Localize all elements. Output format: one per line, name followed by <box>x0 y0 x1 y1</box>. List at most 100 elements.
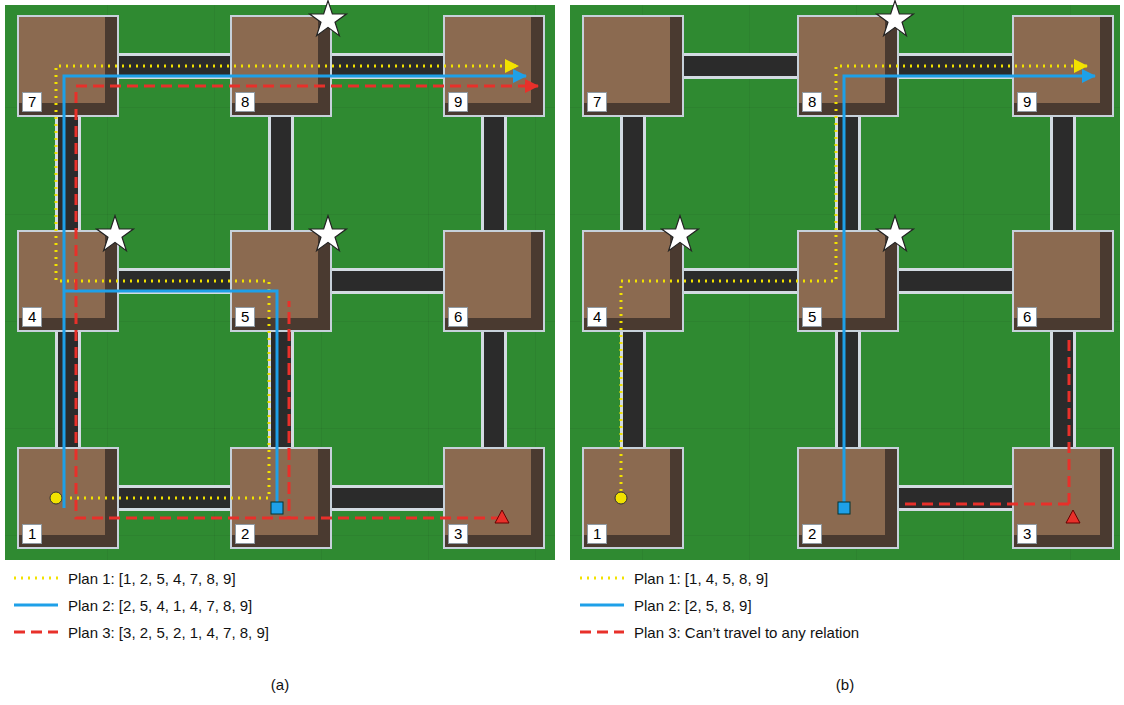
legend-entry: Plan 2: [2, 5, 4, 1, 4, 7, 8, 9] <box>14 594 252 616</box>
legend-entry: Plan 1: [1, 2, 5, 4, 7, 8, 9] <box>14 567 236 589</box>
road-connector <box>848 117 849 230</box>
road-edge <box>332 485 443 511</box>
room-number: 7 <box>22 92 42 112</box>
road-edge <box>899 485 1012 511</box>
room-number: 4 <box>22 307 42 327</box>
plan-path <box>56 66 518 498</box>
room-number: 3 <box>448 524 468 544</box>
legend-sample <box>580 626 624 638</box>
road-surface <box>838 332 858 447</box>
road-connector <box>332 498 443 499</box>
legend-text: Plan 2: [2, 5, 8, 9] <box>634 597 752 614</box>
plan-path <box>844 76 1095 508</box>
plan-path <box>1068 336 1071 504</box>
legend-text: Plan 3: [3, 2, 5, 2, 1, 4, 7, 8, 9] <box>68 624 269 641</box>
road-edge <box>119 485 230 511</box>
road-edge <box>332 268 443 294</box>
room-box: 7 <box>582 15 684 117</box>
road-surface <box>484 117 504 230</box>
room-number: 4 <box>587 307 607 327</box>
legend-entry: Plan 1: [1, 4, 5, 8, 9] <box>580 567 768 589</box>
road-edge <box>620 332 646 447</box>
goal-star <box>310 216 347 251</box>
legend-line <box>580 631 624 634</box>
legend-text: Plan 3: Can’t travel to any relation <box>634 624 859 641</box>
room-number: 9 <box>1017 92 1037 112</box>
road-edge <box>1050 117 1076 230</box>
road-edge <box>684 53 797 79</box>
legend-entry: Plan 3: Can’t travel to any relation <box>580 621 859 643</box>
room-box: 5 <box>230 230 332 332</box>
room-number: 7 <box>587 92 607 112</box>
room-box: 4 <box>582 230 684 332</box>
road-surface <box>332 488 443 508</box>
goal-star <box>877 1 914 36</box>
grass-grid <box>570 5 1120 560</box>
legend-entry: Plan 3: [3, 2, 5, 2, 1, 4, 7, 8, 9] <box>14 621 269 643</box>
room-number: 6 <box>1017 307 1037 327</box>
room-box: 6 <box>443 230 545 332</box>
legend-entry: Plan 2: [2, 5, 8, 9] <box>580 594 752 616</box>
road-connector <box>281 117 282 230</box>
legend-text: Plan 1: [1, 2, 5, 4, 7, 8, 9] <box>68 570 236 587</box>
road-connector <box>633 332 634 447</box>
road-surface <box>332 56 443 76</box>
room-box: 6 <box>1012 230 1114 332</box>
road-connector <box>848 332 849 447</box>
room-box: 1 <box>582 447 684 549</box>
road-connector <box>332 281 443 282</box>
road-connector <box>494 117 495 230</box>
road-edge <box>481 117 507 230</box>
road-edge <box>620 117 646 230</box>
legend-sample <box>14 626 58 638</box>
start-marker <box>615 492 627 504</box>
room-box: 1 <box>17 447 119 549</box>
road-connector <box>1063 332 1064 447</box>
room-number: 5 <box>235 307 255 327</box>
road-surface <box>838 117 858 230</box>
road-surface <box>899 271 1012 291</box>
road-edge <box>835 332 861 447</box>
plan-path <box>76 86 538 518</box>
legend-text: Plan 2: [2, 5, 4, 1, 4, 7, 8, 9] <box>68 597 252 614</box>
room-box: 2 <box>797 447 899 549</box>
room-box: 3 <box>1012 447 1114 549</box>
road-connector <box>1063 117 1064 230</box>
road-connector <box>119 498 230 499</box>
grass-field <box>570 5 1120 560</box>
road-connector <box>633 117 634 230</box>
grass-grid <box>5 5 555 560</box>
room-number: 1 <box>22 524 42 544</box>
start-marker <box>838 502 850 514</box>
legend-line <box>14 604 58 607</box>
road-connector <box>684 66 797 67</box>
goal-star <box>310 1 347 36</box>
plan-path <box>901 503 1069 506</box>
room-number: 5 <box>802 307 822 327</box>
road-surface <box>332 271 443 291</box>
room-box: 5 <box>797 230 899 332</box>
goal-star <box>662 216 699 251</box>
legend-line <box>14 577 58 580</box>
room-number: 9 <box>448 92 468 112</box>
start-marker <box>495 510 509 523</box>
room-number: 8 <box>802 92 822 112</box>
road-connector <box>332 66 443 67</box>
legend-line <box>580 604 624 607</box>
road-edge <box>268 117 294 230</box>
panel-label: (a) <box>271 676 289 693</box>
legend-sample <box>14 572 58 584</box>
road-connector <box>119 281 230 282</box>
road-edge <box>1050 332 1076 447</box>
legend-line <box>14 631 58 634</box>
road-surface <box>484 332 504 447</box>
start-marker <box>1066 510 1080 523</box>
legend-sample <box>580 599 624 611</box>
room-number: 8 <box>235 92 255 112</box>
legend-text: Plan 1: [1, 4, 5, 8, 9] <box>634 570 768 587</box>
room-number: 2 <box>235 524 255 544</box>
road-edge <box>899 268 1012 294</box>
room-number: 1 <box>587 524 607 544</box>
room-box: 3 <box>443 447 545 549</box>
